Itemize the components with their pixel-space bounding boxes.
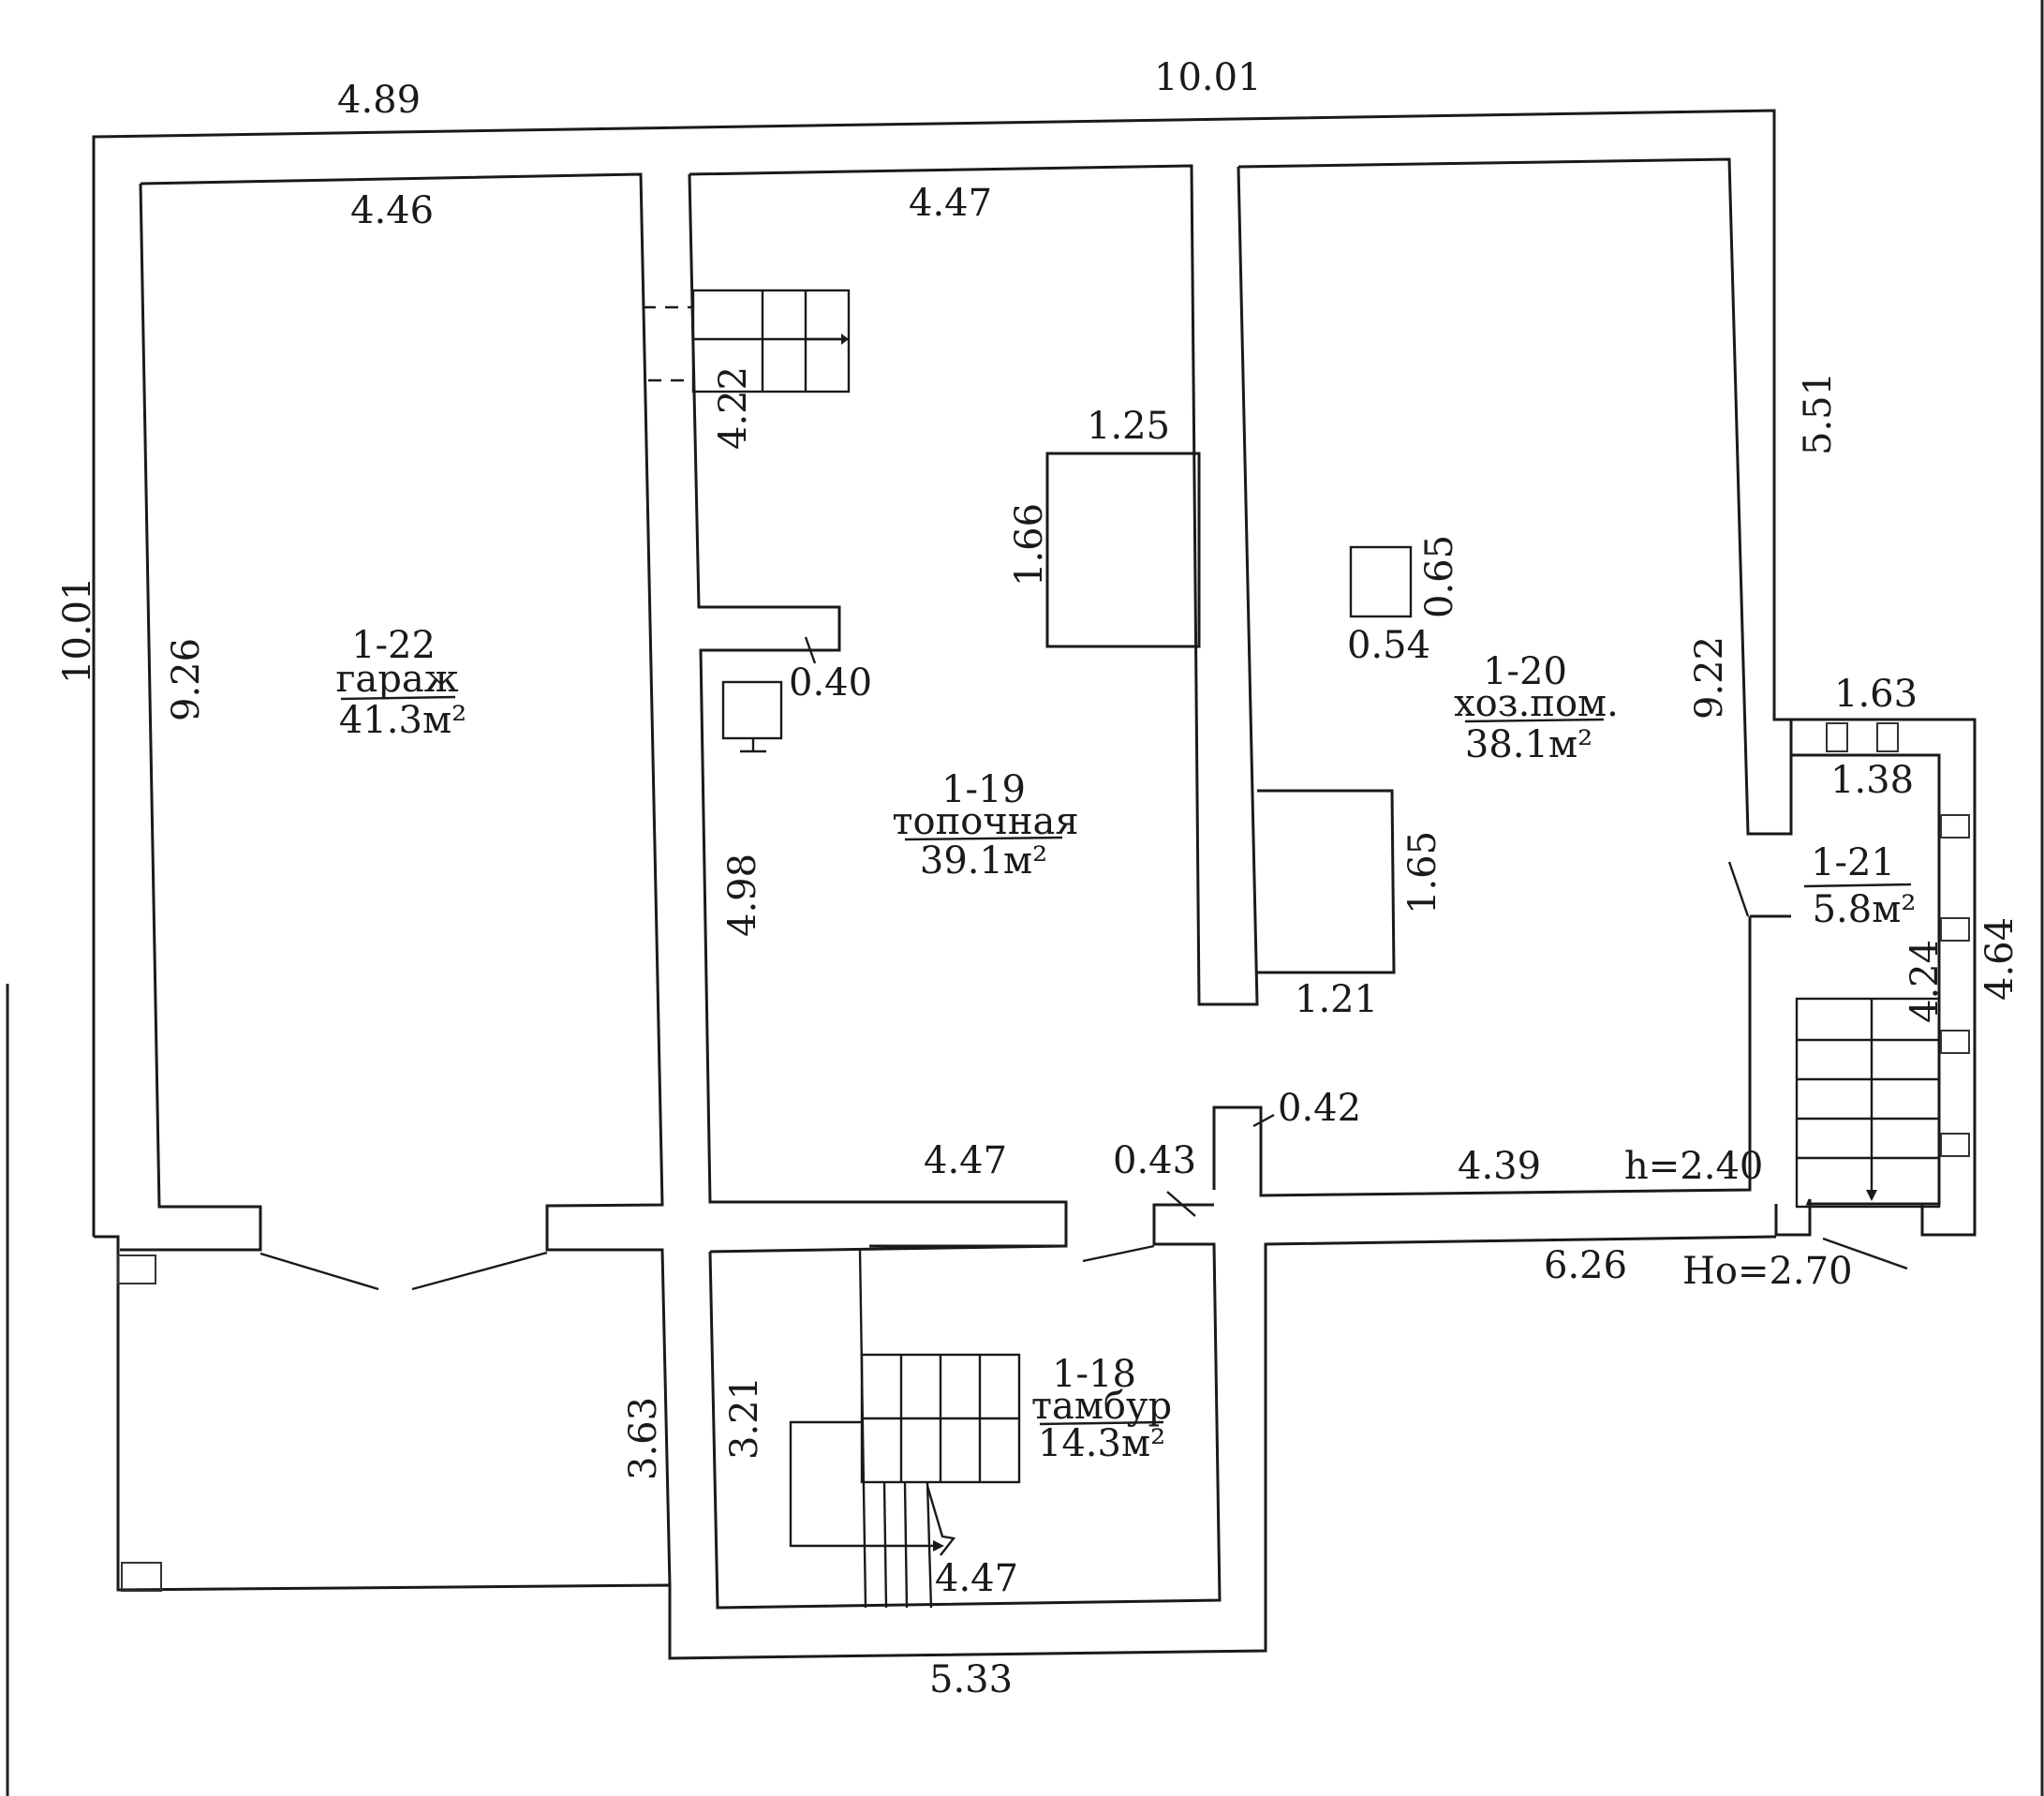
dim-boiler-bottom: 4.47 <box>924 1139 1007 1182</box>
dim-storage-height: 9.22 <box>1688 636 1731 720</box>
dim-gap-040: 0.40 <box>789 661 872 705</box>
room-1-20-name: хоз.пом. <box>1454 682 1619 725</box>
room-labels: 1-22 гараж 41.3м² 1-19 топочная 39.1м² 1… <box>335 624 1916 1465</box>
dim-boiler-top: 4.47 <box>909 182 992 225</box>
dim-boiler-height: 4.98 <box>721 853 764 937</box>
room-storage <box>1212 157 1793 1197</box>
appliance-box <box>721 680 783 740</box>
room-1-22-area: 41.3м² <box>339 699 467 742</box>
room-1-21-area: 5.8м² <box>1813 888 1917 931</box>
dim-garage-height: 9.26 <box>165 638 208 721</box>
dim-left-overall: 10.01 <box>56 576 99 684</box>
dim-storage-bottom: 4.39 <box>1458 1145 1541 1188</box>
dim-bottom-overall: 5.33 <box>929 1658 1013 1701</box>
room-1-18-id: 1-18 <box>1052 1353 1136 1396</box>
dim-box1-width: 1.25 <box>1087 405 1170 448</box>
room-1-22-id: 1-22 <box>351 624 436 667</box>
dim-small-box-width: 0.54 <box>1347 624 1430 667</box>
dim-bottom-right: 6.26 <box>1544 1244 1627 1287</box>
room-1-19-area: 39.1м² <box>920 839 1047 883</box>
room-1-19-name: топочная <box>892 800 1078 843</box>
dim-room21-outer: 1.63 <box>1834 673 1918 716</box>
dim-right-upper: 5.51 <box>1797 372 1840 455</box>
dim-vest-stair: 4.47 <box>935 1557 1018 1600</box>
dim-top-left: 4.89 <box>337 79 421 122</box>
dimension-labels: 4.89 10.01 4.46 4.47 1.25 0.40 0.54 1.63… <box>56 56 2022 1701</box>
room-garage <box>117 172 672 1592</box>
room-vestibule <box>708 1191 1222 1610</box>
dim-room21-height: 4.24 <box>1903 940 1947 1023</box>
dim-garage-lower: 3.63 <box>622 1397 665 1480</box>
dim-gap-043: 0.43 <box>1113 1139 1196 1182</box>
dim-stair-small: 4.22 <box>712 366 755 450</box>
room-1-22-name: гараж <box>335 658 458 701</box>
dim-total-height: Hо=2.70 <box>1682 1250 1853 1293</box>
dim-garage-top: 4.46 <box>350 189 434 232</box>
small-box <box>1349 545 1413 618</box>
room-1-18-area: 14.3м² <box>1038 1422 1165 1465</box>
outer-walls <box>92 109 1977 1660</box>
dim-ceiling-height: h=2.40 <box>1624 1145 1763 1188</box>
dim-top-overall: 10.01 <box>1154 56 1262 99</box>
dim-room21-inner: 1.38 <box>1830 759 1914 802</box>
room-boiler <box>643 164 1259 1248</box>
boiler-box <box>1045 452 1201 648</box>
dim-box2-width: 1.21 <box>1295 978 1378 1021</box>
dim-small-box-height: 0.65 <box>1418 535 1461 618</box>
room-1-21-id: 1-21 <box>1811 841 1895 884</box>
room-1-20-id: 1-20 <box>1483 650 1567 693</box>
room-1-19-id: 1-19 <box>941 768 1026 811</box>
room-1-21 <box>1789 720 1970 1270</box>
room-1-20-area: 38.1м² <box>1465 723 1592 766</box>
room-1-18-name: тамбур <box>1031 1385 1172 1428</box>
dim-vest-height: 3.21 <box>723 1376 766 1460</box>
dim-gap-042: 0.42 <box>1278 1087 1361 1130</box>
dim-box2-height: 1.65 <box>1401 831 1444 914</box>
dim-room21-outer-height: 4.64 <box>1978 917 2022 1001</box>
dim-box1-height: 1.66 <box>1008 503 1051 586</box>
